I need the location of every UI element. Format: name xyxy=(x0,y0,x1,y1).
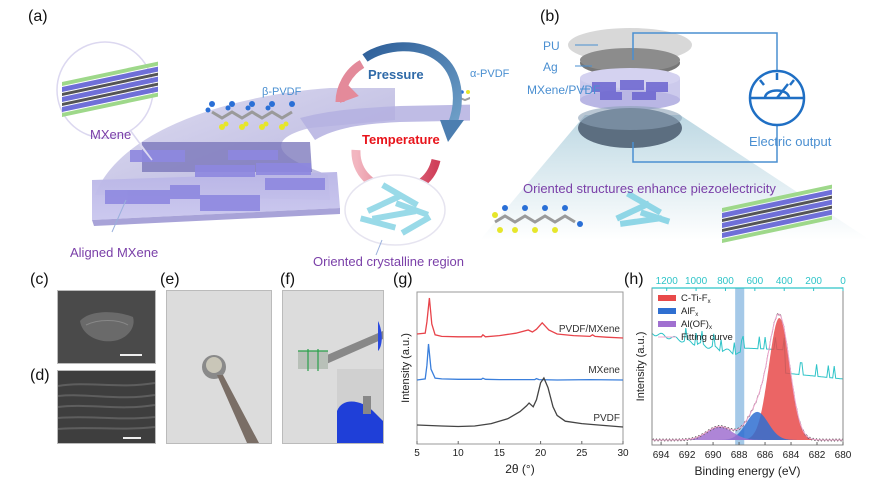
sem-image-d xyxy=(57,370,156,444)
series-label: MXene xyxy=(588,365,620,376)
crystalline-lamellae-icon-b xyxy=(615,190,671,227)
layer-label-mxene-pvdf: MXene/PVDF xyxy=(527,83,601,97)
top-x-tick-label: 0 xyxy=(840,276,846,287)
pressure-label: Pressure xyxy=(368,67,424,82)
panel-label-g: (g) xyxy=(393,271,413,288)
survey-spectrum-line xyxy=(651,328,844,380)
mxene-lattice-icon-b xyxy=(722,184,832,243)
sem-image-c xyxy=(57,290,156,364)
mxene-flakes xyxy=(105,150,325,211)
series-label: PVDF xyxy=(593,413,620,424)
photo-f-device-in-tweezers xyxy=(282,290,384,444)
top-x-tick-label: 200 xyxy=(805,276,822,287)
alpha-pvdf-label: α-PVDF xyxy=(470,68,510,80)
legend-swatch xyxy=(658,321,676,327)
panel-a-illustration xyxy=(56,41,470,256)
alpha-pvdf-strip xyxy=(300,104,470,140)
fitting-curve-line xyxy=(652,313,843,441)
piezo-caption: Oriented structures enhance piezoelectri… xyxy=(523,181,776,196)
electric-output-label: Electric output xyxy=(749,134,832,149)
crystalline-lamellae-icon xyxy=(359,182,432,236)
plot-frame xyxy=(416,291,624,445)
layer-label-ag: Ag xyxy=(543,60,558,74)
beta-pvdf-chain-icon xyxy=(205,101,295,130)
x-tick-label: 686 xyxy=(757,450,774,461)
highlight-band xyxy=(735,288,745,445)
y-axis-label: Intensity (a.u.) xyxy=(400,333,412,403)
mxene-label: MXene xyxy=(90,127,132,142)
panel-label-e: (e) xyxy=(160,271,180,288)
legend-label: C-Ti-Fx xyxy=(681,293,711,305)
legend-label: Al(OF)x xyxy=(681,319,712,331)
legend-swatch xyxy=(658,295,676,301)
temperature-arrow-up-icon xyxy=(335,60,365,103)
panel-label-a: (a) xyxy=(28,8,48,25)
x-tick-label: 680 xyxy=(835,450,852,461)
circuit-wire xyxy=(632,32,778,70)
top-x-tick-label: 800 xyxy=(717,276,734,287)
panel-label-b: (b) xyxy=(540,8,560,25)
electric-meter-icon xyxy=(748,69,806,127)
series-line-pvdf xyxy=(416,376,624,428)
panel-label-c: (c) xyxy=(30,271,49,288)
legend-swatch xyxy=(658,308,676,314)
ag-layer xyxy=(580,48,680,72)
x-tick-label: 10 xyxy=(453,448,465,459)
x-tick-label: 5 xyxy=(414,448,420,459)
oriented-crystalline-label: Oriented crystalline region xyxy=(313,254,465,269)
crystalline-zoom-circle xyxy=(344,174,446,246)
scale-bar xyxy=(123,437,141,439)
top-x-tick-label: 600 xyxy=(747,276,764,287)
pressure-arrow-icon xyxy=(362,42,462,127)
x-tick-label: 682 xyxy=(809,450,826,461)
top-x-tick-label: 1000 xyxy=(685,276,708,287)
panel-label-d: (d) xyxy=(30,367,50,384)
photo-e-device-on-spatula xyxy=(166,290,272,444)
x-axis-label: Binding energy (eV) xyxy=(694,464,800,478)
x-tick-label: 692 xyxy=(679,450,696,461)
pvdf-chain-icon xyxy=(492,205,583,233)
panel-b-illustration xyxy=(480,28,870,243)
top-x-tick-label: 1200 xyxy=(656,276,679,287)
temperature-label: Temperature xyxy=(362,132,440,147)
legend-label: AlFx xyxy=(681,306,698,318)
panel-label-f: (f) xyxy=(280,271,296,288)
xrd-chart: 5 10 15 20 25 30 2θ (°) Intensity (a.u.) PVDF/MX… xyxy=(400,291,629,476)
xps-chart: 694 692 690 688 686 684 682 680 1200 1000 800 600 40… xyxy=(629,276,854,478)
panel-label-h: (h) xyxy=(624,271,644,288)
series-line-pvdf-mxene xyxy=(416,297,624,339)
y-axis-label: Intensity (a.u.) xyxy=(635,332,647,402)
x-tick-label: 694 xyxy=(653,450,670,461)
top-x-tick-label: 400 xyxy=(776,276,793,287)
peak-alf-area xyxy=(679,411,836,440)
x-axis-label: 2θ (°) xyxy=(505,462,534,476)
x-tick-label: 690 xyxy=(705,450,722,461)
x-tick-label: 688 xyxy=(731,450,748,461)
aligned-mxene-label: Aligned MXene xyxy=(70,245,159,260)
layer-label-pu: PU xyxy=(543,39,560,53)
series-label: PVDF/MXene xyxy=(559,324,621,335)
x-tick-label: 20 xyxy=(535,448,547,459)
scale-bar xyxy=(120,354,142,356)
x-tick-label: 30 xyxy=(617,448,629,459)
mxene-lattice-icon xyxy=(62,61,158,117)
x-tick-label: 25 xyxy=(576,448,588,459)
beta-pvdf-label: β-PVDF xyxy=(262,86,302,98)
peak-ctif-area xyxy=(705,318,854,440)
x-tick-label: 15 xyxy=(494,448,506,459)
peak-aloff-area xyxy=(629,426,810,440)
x-tick-label: 684 xyxy=(783,450,800,461)
legend-label: Fitting curve xyxy=(681,332,733,343)
